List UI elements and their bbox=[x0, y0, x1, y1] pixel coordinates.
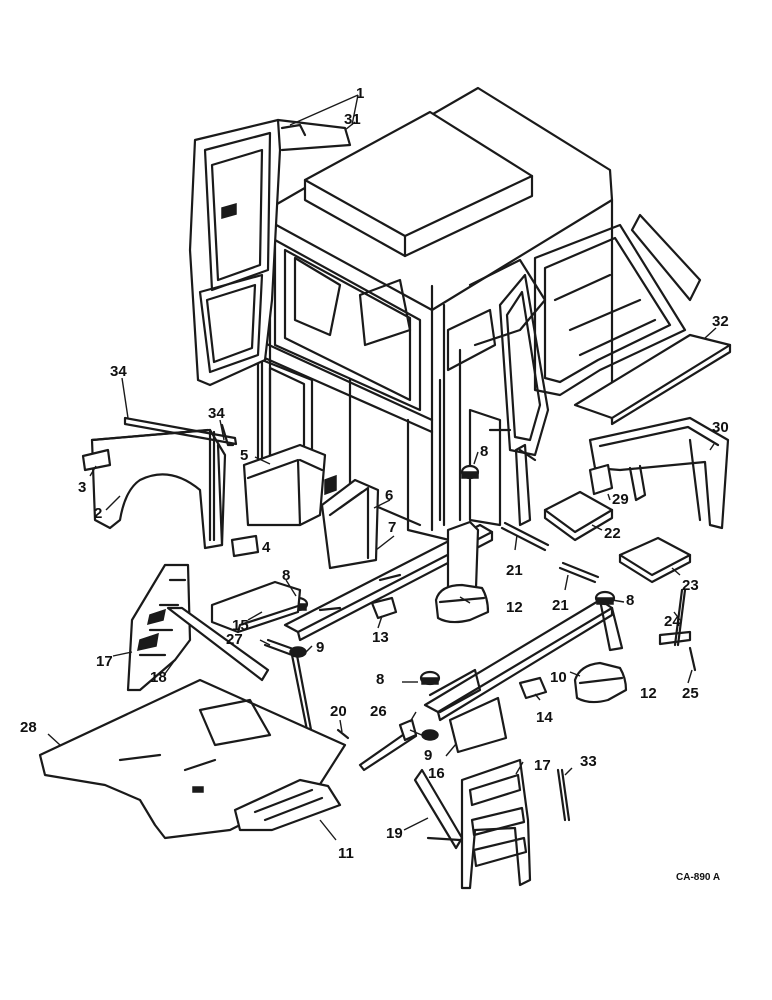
callout-labels: 1 31 34 34 3 2 5 6 7 8 4 8 15 13 12 9 21… bbox=[20, 85, 729, 883]
callout-5: 5 bbox=[240, 447, 248, 464]
callout-2: 2 bbox=[94, 505, 102, 522]
callout-11: 11 bbox=[338, 845, 354, 862]
leader-lines bbox=[47, 94, 717, 841]
plate-23 bbox=[618, 536, 692, 584]
left-door bbox=[188, 118, 352, 387]
callout-10: 10 bbox=[550, 669, 567, 686]
bracket-14 bbox=[518, 676, 548, 700]
callout-24: 24 bbox=[664, 613, 681, 630]
callout-1: 1 bbox=[356, 85, 364, 102]
plate-16 bbox=[448, 696, 508, 754]
callout-7: 7 bbox=[388, 519, 396, 536]
rod-21a bbox=[500, 521, 550, 552]
callout-9a: 9 bbox=[316, 639, 324, 656]
callout-13: 13 bbox=[372, 629, 389, 646]
panel-5 bbox=[242, 443, 337, 527]
callout-4: 4 bbox=[262, 539, 271, 556]
rail-10 bbox=[423, 598, 624, 722]
strip-34-right bbox=[220, 423, 235, 447]
clip-20 bbox=[336, 728, 350, 740]
isolator-8b bbox=[460, 464, 480, 480]
fender-2 bbox=[90, 428, 227, 550]
callout-33: 33 bbox=[580, 753, 597, 770]
link-27 bbox=[263, 638, 314, 737]
callout-8b: 8 bbox=[282, 567, 290, 584]
callout-14: 14 bbox=[536, 709, 553, 726]
bracket-29 bbox=[588, 463, 614, 496]
brace-19 bbox=[413, 768, 464, 850]
callout-30: 30 bbox=[712, 419, 729, 436]
callout-8a: 8 bbox=[480, 443, 488, 460]
callout-27: 27 bbox=[226, 631, 243, 648]
callout-22: 22 bbox=[604, 525, 621, 542]
callout-25: 25 bbox=[682, 685, 699, 702]
callout-28: 28 bbox=[20, 719, 37, 736]
callout-12a: 12 bbox=[506, 599, 523, 616]
strip-34-left bbox=[123, 416, 238, 446]
bracket-3 bbox=[81, 448, 112, 472]
right-door bbox=[488, 273, 550, 527]
brace-18 bbox=[166, 606, 270, 682]
cab-roof bbox=[256, 86, 614, 312]
callout-31: 31 bbox=[344, 111, 361, 128]
step-17-left bbox=[126, 563, 192, 692]
callout-9b: 9 bbox=[424, 747, 432, 764]
mount-12-upper bbox=[434, 520, 490, 624]
callout-29: 29 bbox=[612, 491, 629, 508]
callout-23: 23 bbox=[682, 577, 699, 594]
plate-22 bbox=[543, 490, 614, 542]
callout-32: 32 bbox=[712, 313, 729, 330]
callout-8d: 8 bbox=[376, 671, 384, 688]
callout-6: 6 bbox=[385, 487, 393, 504]
right-window-frame bbox=[533, 213, 702, 397]
rod-33 bbox=[556, 768, 571, 822]
panel-6 bbox=[320, 478, 380, 570]
callout-19: 19 bbox=[386, 825, 403, 842]
isolator-8c bbox=[594, 590, 616, 606]
callout-16: 16 bbox=[428, 765, 445, 782]
callout-17b: 17 bbox=[534, 757, 551, 774]
pin-25 bbox=[688, 646, 697, 672]
callout-17a: 17 bbox=[96, 653, 113, 670]
tread-11 bbox=[233, 778, 342, 832]
step-17-right bbox=[460, 758, 532, 890]
callout-18: 18 bbox=[150, 669, 167, 686]
rod-21b bbox=[558, 561, 600, 584]
callout-15: 15 bbox=[232, 617, 249, 634]
mount-12-lower bbox=[573, 661, 628, 704]
rod-26 bbox=[358, 718, 418, 772]
bracket-4 bbox=[230, 534, 260, 558]
rail-7 bbox=[283, 523, 494, 642]
callout-3: 3 bbox=[78, 479, 86, 496]
isolator-8d bbox=[419, 670, 441, 686]
isolator-9b bbox=[421, 729, 439, 741]
callout-21a: 21 bbox=[506, 562, 523, 579]
figure-code: CA-890 A bbox=[676, 872, 720, 883]
plate-15 bbox=[210, 580, 302, 634]
callout-12b: 12 bbox=[640, 685, 657, 702]
callout-20: 20 bbox=[330, 703, 347, 720]
callout-34b: 34 bbox=[208, 405, 225, 422]
callout-8c: 8 bbox=[626, 592, 634, 609]
callout-26: 26 bbox=[370, 703, 387, 720]
callout-34a: 34 bbox=[110, 363, 127, 380]
callout-21b: 21 bbox=[552, 597, 569, 614]
bracket-13 bbox=[370, 596, 398, 620]
panel-32 bbox=[573, 333, 732, 426]
